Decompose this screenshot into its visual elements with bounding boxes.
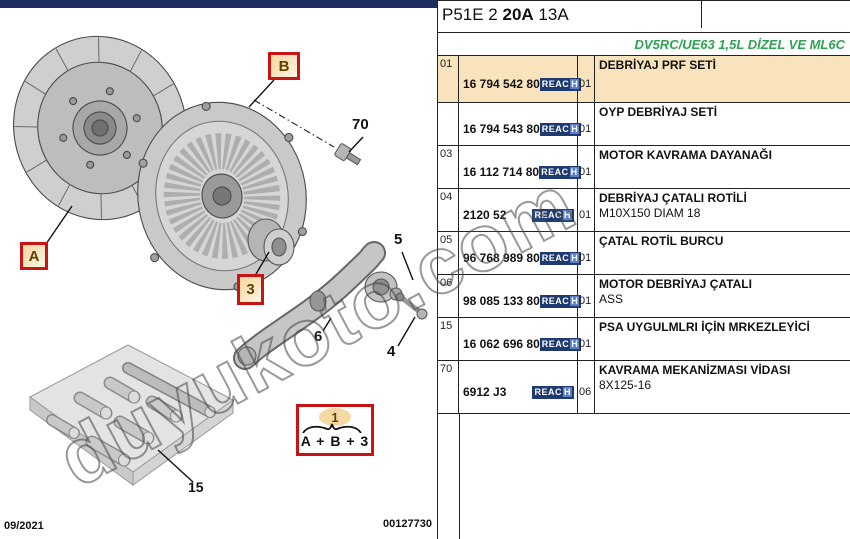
page-code: P51E 2 20A 13A (442, 5, 569, 24)
ref-cell: 70 (438, 361, 459, 413)
table-tail-ref-column (438, 414, 460, 539)
label-6: 6 (314, 328, 323, 345)
ref-cell: 05 (438, 232, 459, 274)
qty-cell: 01 (578, 56, 595, 102)
parts-table: P51E 2 20A 13A DV5RC/UE63 1,5L DİZEL VE … (437, 0, 850, 539)
qty-cell: 01 (578, 318, 595, 360)
group-formula-box[interactable]: 1 A + B + 3 (296, 404, 374, 456)
part-number: 6912 J3 (463, 385, 507, 399)
ball-stud-drawing (395, 292, 428, 320)
ref-cell: 03 (438, 146, 459, 188)
header-divider (701, 1, 702, 28)
part-number: 16 112 714 80 (463, 165, 540, 179)
label-70: 70 (352, 116, 369, 133)
ref-cell: 06 (438, 275, 459, 317)
footer-date: 09/2021 (4, 520, 44, 532)
callout-b[interactable]: B (268, 52, 300, 80)
ref-cell (438, 103, 459, 145)
engine-variant-row: DV5RC/UE63 1,5L DİZEL VE ML6C (438, 33, 850, 56)
qty-cell: 01 (578, 103, 595, 145)
part-number: 96 768 989 80 (463, 251, 540, 265)
label-5: 5 (394, 231, 403, 248)
callout-a[interactable]: A (20, 242, 48, 270)
pins-tray-drawing (29, 344, 234, 486)
qty-cell: 01 (578, 189, 595, 231)
desc-cell: OYP DEBRİYAJ SETİ (599, 105, 718, 119)
part-number: 16 794 542 80 (463, 77, 540, 91)
table-empty-tail (438, 414, 850, 539)
desc-cell: PSA UYGULMLRI İÇİN MRKEZLEYİCİ (599, 320, 810, 334)
ref-cell: 04 (438, 189, 459, 231)
engine-variant-label: DV5RC/UE63 1,5L DİZEL VE ML6C (634, 36, 845, 52)
label-4: 4 (387, 343, 396, 360)
qty-cell: 01 (578, 232, 595, 274)
desc-cell: ÇATAL ROTİL BURCU (599, 234, 724, 248)
qty-cell: 01 (578, 146, 595, 188)
clutch-exploded-diagram (13, 35, 428, 486)
group-formula-text: A + B + 3 (300, 433, 370, 449)
bolt-axis-line (253, 99, 335, 148)
callout-3-label: 3 (246, 281, 255, 298)
footer-doc-number: 00127730 (383, 518, 432, 530)
ref-cell: 01 (438, 56, 459, 102)
top-navy-bar (0, 0, 437, 8)
label-15: 15 (188, 479, 204, 495)
part-number: 2120 52 (463, 208, 507, 222)
callout-a-label: A (28, 247, 40, 265)
part-number: 16 794 543 80 (463, 122, 540, 136)
desc-cell: MOTOR KAVRAMA DAYANAĞI (599, 148, 772, 162)
desc-cell: DEBRİYAJ PRF SETİ (599, 58, 716, 72)
callout-b-label: B (278, 57, 290, 75)
ref-cell: 15 (438, 318, 459, 360)
part-number: 16 062 696 80 (463, 337, 540, 351)
leader-lines (45, 79, 416, 483)
group-number-badge: 1 (319, 408, 351, 426)
clutch-fork-drawing (233, 241, 386, 370)
bolt-drawing (334, 143, 362, 166)
overbrace-glyph (302, 423, 362, 433)
part-number: 98 085 133 80 (463, 294, 540, 308)
callout-3[interactable]: 3 (237, 274, 264, 305)
pivot-bearing-drawing (364, 271, 403, 303)
qty-cell: 01 (578, 275, 595, 317)
release-bearing-drawing (247, 218, 295, 266)
qty-cell: 06 (578, 361, 595, 413)
page-code-header: P51E 2 20A 13A (438, 1, 850, 33)
